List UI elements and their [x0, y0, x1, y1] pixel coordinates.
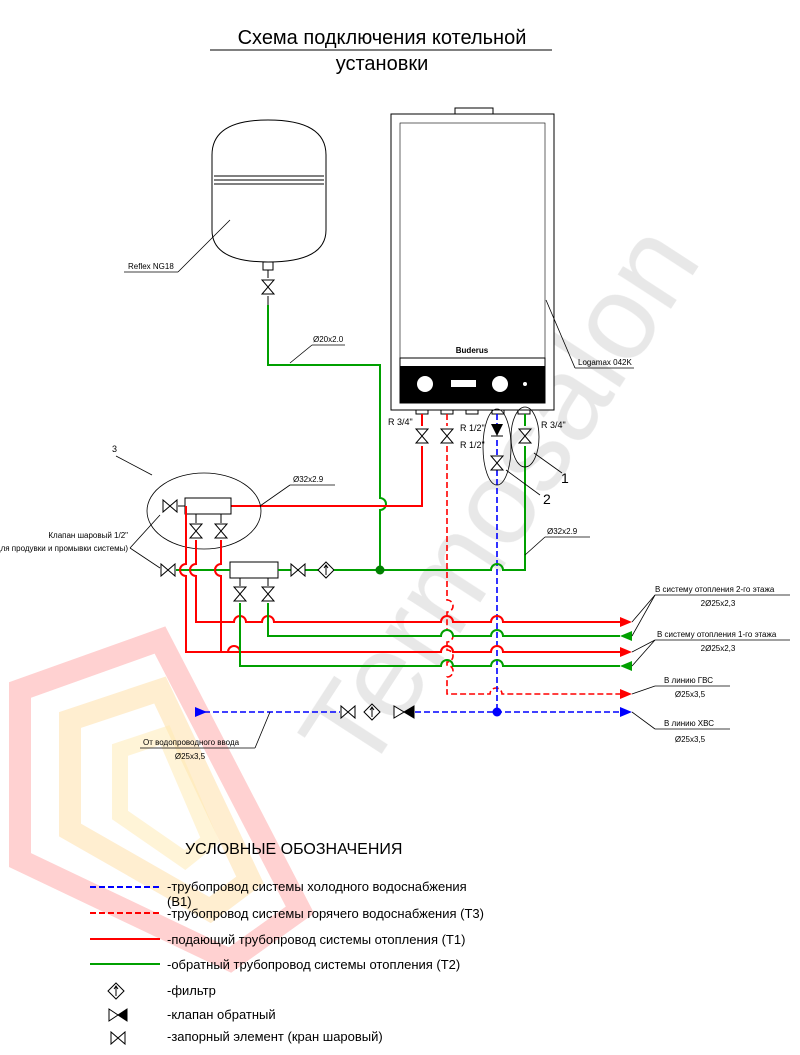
legend-text-hot: -трубопровод системы горячего водоснабже… [167, 906, 484, 921]
pipe-supply-bypass [179, 506, 241, 653]
pipe-expansion [267, 305, 387, 570]
outlet-arrows [620, 617, 632, 699]
diagram-title: Схема подключения котельной установки [210, 27, 552, 75]
brand-label: Buderus [456, 346, 489, 355]
boiler-label: Logamax 042K [578, 358, 632, 367]
expansion-tank: Reflex NG18 [124, 119, 327, 305]
supply-manifold [184, 497, 232, 515]
title-line1: Схема подключения котельной [238, 27, 527, 49]
pipe-d32-top-label: Ø32x2.9 [293, 475, 324, 484]
return-manifold [229, 561, 279, 579]
out2-size: 2Ø25x2,3 [701, 644, 736, 653]
pipe-return-floor2 [267, 603, 620, 637]
valve-label-line1: Клапан шаровый 1/2" [48, 531, 128, 540]
tank-label: Reflex NG18 [128, 262, 174, 271]
inlet-label: От водопроводного ввода [143, 738, 240, 747]
legend: УСЛОВНЫЕ ОБОЗНАЧЕНИЯ -трубопровод систем… [90, 841, 484, 1045]
pipe-d20-label: Ø20x2.0 [313, 335, 344, 344]
legend-heading: УСЛОВНЫЕ ОБОЗНАЧЕНИЯ [185, 841, 402, 858]
watermark-logo [8, 626, 315, 973]
callout-ellipse-1 [510, 406, 540, 468]
legend-text-filter: -фильтр [167, 983, 216, 998]
legend-text-check-valve: -клапан обратный [167, 1007, 276, 1022]
legend-text-supply: -подающий трубопровод системы отопления … [167, 932, 465, 947]
outlet-callouts [140, 594, 790, 749]
pipe-hot-water [446, 414, 620, 695]
legend-text-cold: -трубопровод системы холодного водоснабж… [167, 879, 467, 894]
out4-size: Ø25x3,5 [675, 735, 706, 744]
boiler: Buderus Logamax 042K [390, 107, 634, 415]
callout-1: 1 [561, 470, 569, 486]
out3-size: Ø25x3,5 [675, 690, 706, 699]
title-line2: установки [336, 53, 429, 75]
legend-text-return: -обратный трубопровод системы отопления … [167, 957, 460, 972]
legend-text-cold-code: (В1) [167, 894, 192, 909]
callout-2: 2 [543, 491, 551, 507]
inlet-size: Ø25x3,5 [175, 752, 206, 761]
callout-ellipse-3 [146, 472, 262, 550]
check-valve-icon [108, 1008, 128, 1022]
callout-ellipse-2 [482, 408, 512, 486]
pipe-supply-floor1 [214, 540, 620, 653]
pipe-return-floor1 [239, 603, 620, 667]
pipe-boiler-return [240, 414, 526, 571]
valve-label-line2: (для продувки и промывки системы) [0, 544, 128, 553]
r34-left-label: R 3/4" [388, 417, 413, 427]
callout-3: 3 [112, 444, 117, 454]
r12-a-label: R 1/2" [460, 423, 485, 433]
out3-label: В линию ГВС [664, 676, 713, 685]
pipe-boiler-supply [198, 414, 423, 507]
pipe-d32-right-label: Ø32x2.9 [547, 527, 578, 536]
r34-right-label: R 3/4" [541, 420, 566, 430]
ball-valve-icon [110, 1031, 126, 1045]
out4-label: В линию ХВС [664, 719, 714, 728]
out1-size: 2Ø25x2,3 [701, 599, 736, 608]
pipe-cold-water [195, 414, 620, 713]
legend-text-ball-valve: -запорный элемент (кран шаровый) [167, 1029, 383, 1044]
out1-label: В систему отопления 2-го этажа [655, 585, 775, 594]
r12-b-label: R 1/2" [460, 440, 485, 450]
out2-label: В систему отопления 1-го этажа [657, 630, 777, 639]
filter-icon [107, 982, 125, 1000]
